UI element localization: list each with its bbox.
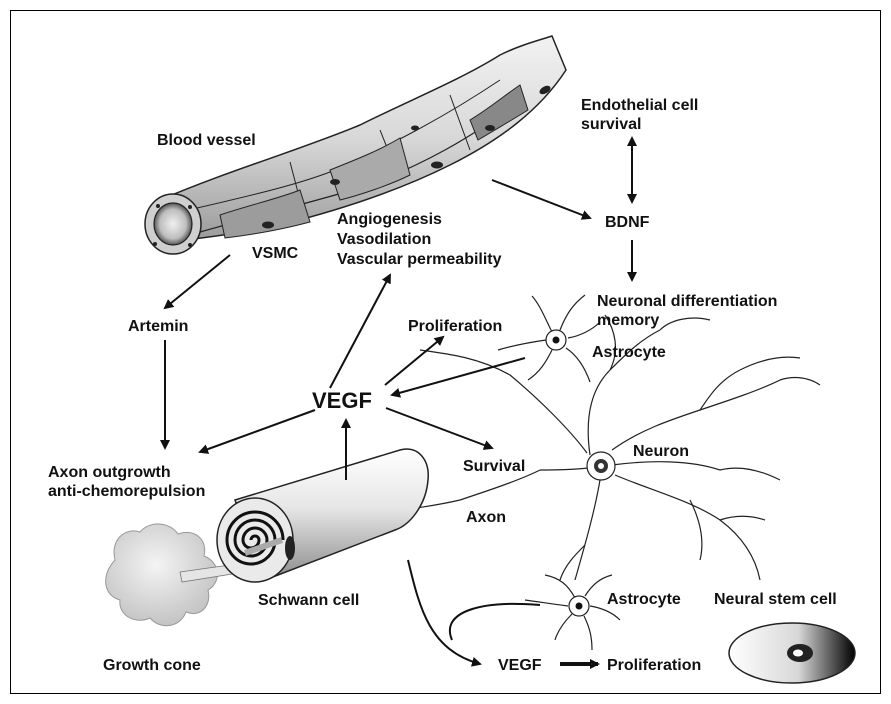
label-neuronal-diff-line1: Neuronal differentiation (597, 293, 777, 310)
arrow-astrocyte-to-vegf-bottom (450, 604, 540, 640)
arrow-vsmc-to-artemin (165, 255, 230, 308)
growth-cone-illustration (106, 524, 232, 626)
label-growth-cone: Growth cone (103, 657, 201, 674)
label-vasodilation: Vasodilation (337, 231, 431, 248)
label-artemin: Artemin (128, 318, 188, 335)
label-survival: Survival (463, 458, 525, 475)
label-vegf-main: VEGF (312, 388, 372, 413)
arrow-schwann-to-vegf-bottom (408, 560, 480, 664)
label-angiogenesis: Angiogenesis (337, 211, 442, 228)
arrow-vegf-to-angiogenesis (330, 275, 390, 388)
label-vegf-bottom: VEGF (498, 657, 542, 674)
astrocyte-top-illustration (498, 295, 600, 382)
label-astrocyte-bottom: Astrocyte (607, 591, 681, 608)
label-blood-vessel: Blood vessel (157, 132, 256, 149)
astrocyte-bottom-illustration (525, 575, 620, 650)
label-bdnf: BDNF (605, 214, 650, 231)
label-axon: Axon (466, 509, 506, 526)
label-proliferation-bottom: Proliferation (607, 657, 701, 674)
label-astrocyte-top: Astrocyte (592, 344, 666, 361)
schwann-cell-illustration (217, 449, 428, 582)
neural-stem-cell-illustration (729, 623, 855, 683)
label-proliferation-top: Proliferation (408, 318, 502, 335)
arrow-vessel-to-bdnf (492, 180, 590, 218)
label-endothelial-line1: Endothelial cell (581, 97, 698, 114)
arrow-vegf-to-proliferation (385, 337, 443, 385)
label-schwann-cell: Schwann cell (258, 592, 359, 609)
label-axon-outgrowth-line2: anti-chemorepulsion (48, 483, 205, 500)
label-neuron: Neuron (633, 443, 689, 460)
label-axon-outgrowth-line1: Axon outgrowth (48, 464, 171, 481)
label-endothelial-line2: survival (581, 116, 641, 133)
arrow-vegf-to-survival (386, 408, 492, 448)
label-vsmc: VSMC (252, 245, 299, 262)
arrow-vegf-to-axon-outgrowth (200, 410, 315, 452)
label-vascular-permeability: Vascular permeability (337, 251, 502, 268)
label-neuronal-diff-line2: memory (597, 312, 659, 329)
label-neural-stem-cell: Neural stem cell (714, 591, 837, 608)
